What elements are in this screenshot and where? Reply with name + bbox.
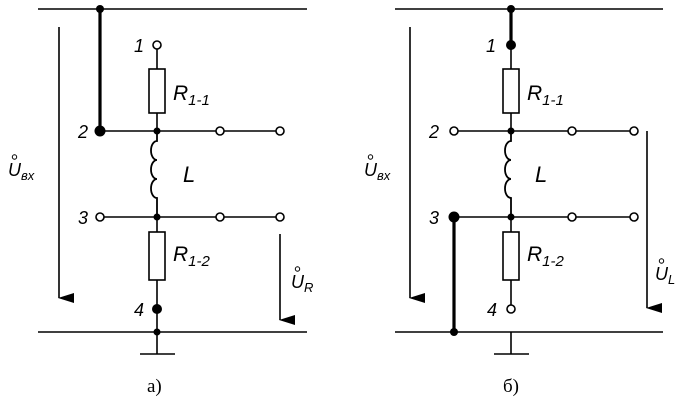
u-in-label: Uвх xyxy=(8,160,35,183)
resistor-r1-1 xyxy=(502,68,520,114)
diagram-a: 1 2 3 4 R1-1 L R1-2 Uвх UR а) xyxy=(8,5,313,397)
resistor-r1-1 xyxy=(148,68,166,114)
u-out-sub: L xyxy=(668,272,675,287)
terminal-open xyxy=(215,126,225,136)
terminal-open xyxy=(275,126,285,136)
phasor-ring xyxy=(367,154,374,160)
u-in-sub: вх xyxy=(377,168,391,183)
terminal-4-open xyxy=(506,304,516,314)
phasor-ring xyxy=(658,258,665,264)
caption-b: б) xyxy=(503,376,519,397)
r1-2-label: R1-2 xyxy=(173,243,211,270)
r1-2-sub: 1-2 xyxy=(542,253,564,270)
r1-1-main: R xyxy=(173,82,188,105)
inductor-label: L xyxy=(183,162,195,187)
u-in-main: U xyxy=(8,160,22,180)
r1-1-sub: 1-1 xyxy=(542,92,564,109)
node-2-label: 2 xyxy=(77,122,88,142)
node-3-label: 3 xyxy=(78,208,88,228)
caption-a: а) xyxy=(147,376,162,397)
inductor-label: L xyxy=(535,162,547,187)
junction-dot xyxy=(507,5,515,13)
terminal-3-closed xyxy=(448,211,460,223)
u-in-sub: вх xyxy=(21,168,35,183)
terminal-open xyxy=(629,212,639,222)
node-1-label: 1 xyxy=(134,36,144,56)
terminal-4-closed xyxy=(152,304,162,314)
u-out-label: UL xyxy=(655,264,675,287)
r1-1-main: R xyxy=(527,82,542,105)
junction-dot xyxy=(96,5,104,13)
diagram-b: 1 2 3 4 R1-1 L R1-2 Uвх UL б) xyxy=(364,5,675,397)
r1-1-sub: 1-1 xyxy=(188,92,210,109)
phasor-ring xyxy=(11,154,18,160)
junction-dot xyxy=(450,328,458,336)
r1-1-label: R1-1 xyxy=(527,82,564,109)
r1-2-sub: 1-2 xyxy=(188,253,210,270)
u-in-label: Uвх xyxy=(364,160,391,183)
terminal-open xyxy=(275,212,285,222)
u-in-main: U xyxy=(364,160,378,180)
terminal-open xyxy=(629,126,639,136)
terminal-3-open xyxy=(95,212,105,222)
r1-2-main: R xyxy=(527,243,542,266)
node-4-label: 4 xyxy=(487,300,497,320)
node-3-label: 3 xyxy=(429,208,439,228)
u-out-sub: R xyxy=(304,280,313,295)
inductor-l xyxy=(150,131,158,217)
terminal-open xyxy=(215,212,225,222)
u-out-label: UR xyxy=(291,272,313,295)
u-out-main: U xyxy=(655,264,669,284)
terminal-open xyxy=(567,212,577,222)
terminal-2-open xyxy=(449,126,459,136)
node-2-label: 2 xyxy=(428,122,439,142)
terminal-1-open xyxy=(152,40,162,50)
junction-dot xyxy=(153,328,161,336)
resistor-r1-2 xyxy=(148,231,166,281)
inductor-l xyxy=(504,131,512,217)
node-1-label: 1 xyxy=(486,36,496,56)
r1-2-label: R1-2 xyxy=(527,243,565,270)
u-out-main: U xyxy=(291,272,305,292)
node-4-label: 4 xyxy=(134,300,144,320)
r1-1-label: R1-1 xyxy=(173,82,210,109)
terminal-open xyxy=(567,126,577,136)
r1-2-main: R xyxy=(173,243,188,266)
phasor-ring xyxy=(294,266,301,272)
resistor-r1-2 xyxy=(502,231,520,281)
